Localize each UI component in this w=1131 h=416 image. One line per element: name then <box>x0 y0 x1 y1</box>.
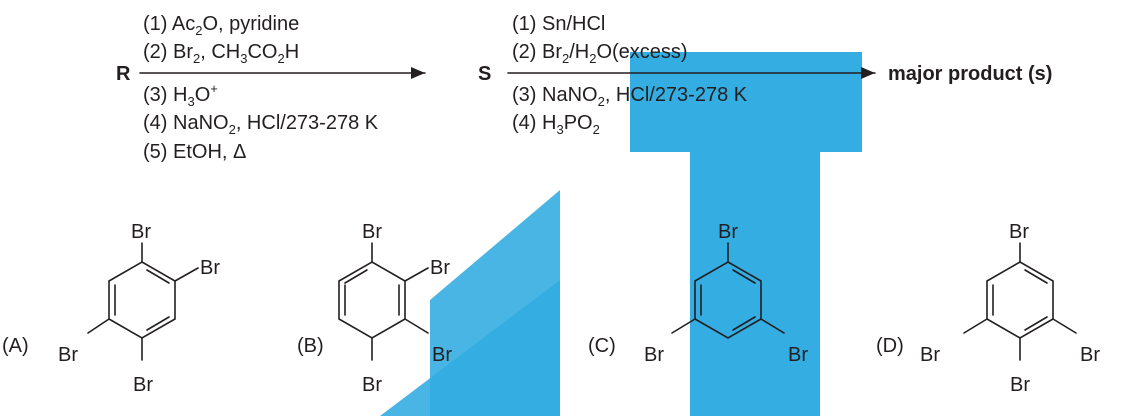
option-d-br-left: Br <box>920 344 940 366</box>
step1-reagent-4: (4) NaNO2, HCl/273-278 K <box>143 112 379 137</box>
step1-reagent-1: (1) Ac2O, pyridine <box>143 13 299 38</box>
option-d-label: (D) <box>876 335 904 357</box>
option-c-br-right: Br <box>788 344 808 366</box>
option-a-br-top: Br <box>131 221 151 243</box>
step1-reagent-3: (3) H3O+ <box>143 81 218 109</box>
option-d-structure: Br Br Br (D) Br <box>876 221 1100 396</box>
step2-reagent-1: (1) Sn/HCl <box>512 13 605 35</box>
option-b-br-top: Br <box>362 221 382 243</box>
option-b-br-lower-right: Br <box>432 344 452 366</box>
step1-reagent-5: (5) EtOH, Δ <box>143 141 246 163</box>
option-c-structure: Br Br (C) Br <box>588 221 808 366</box>
step1-reagent-2: (2) Br2, CH3CO2H <box>143 41 299 66</box>
option-a-br-left: Br <box>58 344 78 366</box>
option-a-structure: Br Br Br (A) Br <box>2 221 220 396</box>
option-c-br-top: Br <box>718 221 738 243</box>
option-d-br-bottom: Br <box>1010 374 1030 396</box>
option-d-br-right: Br <box>1080 344 1100 366</box>
option-c-label: (C) <box>588 335 616 357</box>
option-b-br-upper-right: Br <box>430 257 450 279</box>
option-b-structure: Br Br Br Br (B) <box>297 221 452 396</box>
step2-reagent-3: (3) NaNO2, HCl/273-278 K <box>512 84 748 109</box>
arrowhead-2 <box>861 67 875 79</box>
option-d-br-top: Br <box>1009 221 1029 243</box>
option-a-br-bottom: Br <box>133 374 153 396</box>
option-c-br-left: Br <box>644 344 664 366</box>
option-b-label: (B) <box>297 335 324 357</box>
major-product-label: major product (s) <box>888 63 1052 85</box>
intermediate-s: S <box>478 63 491 85</box>
watermark <box>380 52 862 416</box>
option-b-br-bottom: Br <box>362 374 382 396</box>
reactant-r: R <box>116 63 131 85</box>
step2-reagent-4: (4) H3PO2 <box>512 112 600 137</box>
arrowhead-1 <box>411 67 425 79</box>
step2-reagent-2: (2) Br2/H2O(excess) <box>512 41 688 66</box>
option-a-label: (A) <box>2 335 29 357</box>
option-a-br-right: Br <box>200 257 220 279</box>
